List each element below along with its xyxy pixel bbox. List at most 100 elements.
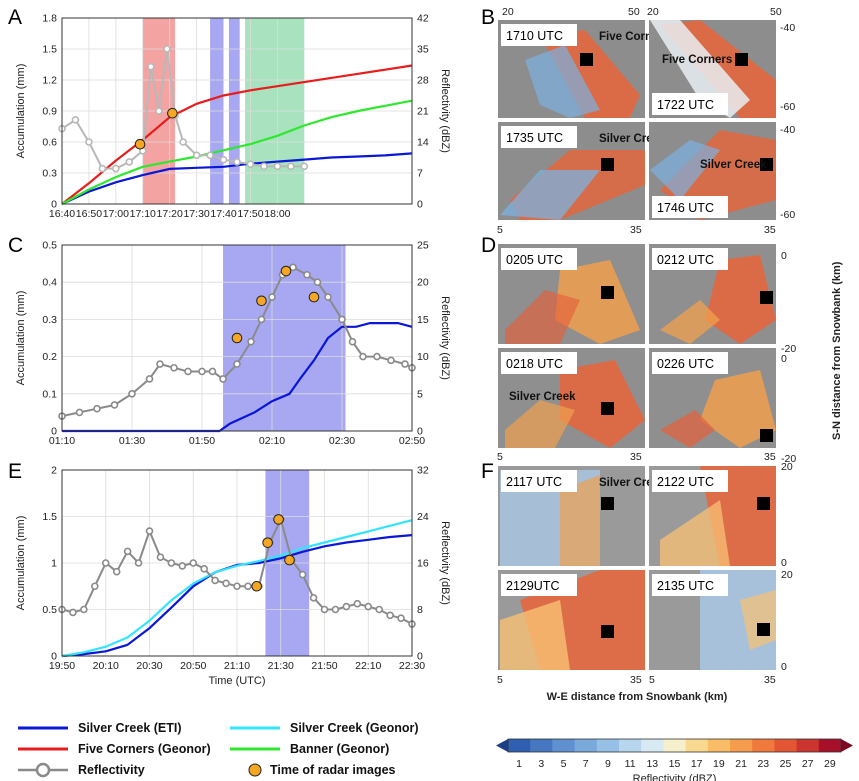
- reflectivity-point: [233, 158, 241, 166]
- series-line-silver_geonor: [61, 519, 413, 658]
- y2-tick-label: 5: [417, 388, 423, 400]
- reflectivity-point: [170, 363, 178, 372]
- y2-tick-label: 20: [417, 277, 429, 289]
- x-tick-label: 21:30: [268, 660, 294, 672]
- colorbar-bin: [596, 739, 620, 752]
- radar-time-marker: [308, 291, 320, 303]
- radar-f-bottom-tick: 35: [630, 674, 642, 686]
- colorbar-frame: [507, 738, 842, 753]
- legend-label: Silver Creek (ETI): [78, 721, 182, 735]
- radar-time-marker: [231, 332, 243, 344]
- radar-echo: [660, 300, 720, 344]
- reflectivity-point: [233, 360, 241, 368]
- radar-echo: [505, 290, 580, 344]
- reflectivity-point: [110, 401, 119, 409]
- colorbar-tick-label: 1: [516, 758, 522, 770]
- y-axis-label: Accumulation (mm): [15, 291, 27, 386]
- radar-time-label: 0212 UTC: [657, 253, 714, 267]
- y2-tick-label: 14: [417, 137, 429, 149]
- y-tick-label: 2: [51, 465, 57, 477]
- colorbar-bin: [707, 739, 731, 752]
- colorbar-bin: [641, 739, 664, 752]
- y-tick-label: 1.2: [42, 75, 57, 87]
- colorbar-bin: [730, 739, 753, 752]
- radar-time-box: [501, 248, 577, 270]
- radar-b-right-tick: -60: [780, 209, 795, 221]
- radar-f-right-tick: 0: [781, 557, 787, 569]
- radar-d-bottom-tick: 5: [497, 451, 503, 463]
- reflectivity-point: [309, 594, 318, 602]
- reflectivity-point: [268, 293, 276, 301]
- x-tick-label: 20:10: [93, 660, 119, 672]
- radar-f-bottom-tick: 35: [764, 674, 776, 686]
- y-tick-label: 0.6: [42, 137, 57, 149]
- y2-tick-label: 8: [417, 604, 423, 616]
- radar-time-marker: [262, 537, 273, 548]
- reflectivity-point: [338, 315, 346, 324]
- radar-panel-b: 20 50 20 50 1710 UTC Five Corners Five C…: [497, 6, 795, 236]
- y-tick-label: 0.3: [42, 314, 57, 326]
- colorbar-bin: [752, 739, 775, 752]
- radar-echo: [660, 410, 715, 448]
- y2-tick-label: 35: [417, 44, 429, 56]
- reflectivity-point: [71, 116, 80, 124]
- radar-time-box: [501, 24, 577, 46]
- radar-b-right-tick: -40: [780, 22, 795, 34]
- y-axis-label: Accumulation (mm): [15, 516, 27, 611]
- x-tick-label: 21:50: [311, 660, 337, 672]
- x-tick-label: 19:50: [49, 660, 75, 672]
- radar-echo: [560, 475, 600, 566]
- radar-time-box: [652, 196, 728, 218]
- reflectivity-point: [257, 315, 266, 324]
- radar-x-axis-label: W-E distance from Snowbank (km): [547, 691, 728, 703]
- colorbar-bin: [685, 739, 709, 752]
- reflectivity-point: [75, 408, 84, 417]
- radar-time-box: [652, 93, 728, 115]
- y-tick-label: 0.1: [42, 388, 57, 400]
- reflectivity-point: [313, 278, 322, 287]
- panel-letter-a: A: [8, 6, 22, 29]
- snowbank-marker-icon: [760, 429, 773, 442]
- reflectivity-point: [287, 162, 295, 171]
- y2-tick-label: 10: [417, 351, 429, 363]
- radar-time-marker: [280, 265, 292, 277]
- reflectivity-point: [198, 367, 206, 376]
- radar-time-box: [501, 470, 577, 492]
- colorbar-bin: [552, 739, 576, 752]
- colorbar-tick-label: 13: [646, 758, 658, 770]
- reflectivity-point: [156, 553, 165, 561]
- y-tick-label: 0: [51, 199, 57, 211]
- legend-label: Time of radar images: [270, 763, 396, 777]
- radar-time-label: 1710 UTC: [506, 29, 563, 43]
- radar-b-top-tick: 50: [628, 6, 640, 18]
- legend-radar-time-marker-icon: [248, 763, 262, 777]
- reflectivity-point: [211, 576, 219, 585]
- radar-time-label: 1735 UTC: [506, 131, 563, 145]
- colorbar-tick-label: 21: [735, 758, 747, 770]
- y2-tick-label: 28: [417, 75, 429, 87]
- colorbar-tick-label: 29: [824, 758, 836, 770]
- y2-tick-label: 42: [417, 13, 429, 25]
- radar-f-right-tick: 20: [781, 461, 793, 473]
- y2-axis-label: Reflectivity (dBZ): [439, 296, 451, 380]
- radar-panel-d: 0205 UTC 0212 UTC 0218 UTC Silver Creek …: [497, 244, 843, 465]
- reflectivity-point: [123, 547, 132, 556]
- reflectivity-point: [192, 151, 201, 160]
- x-tick-label: 02:30: [329, 435, 355, 447]
- colorbar-bin: [774, 739, 798, 752]
- reflectivity-point: [233, 582, 241, 591]
- radar-b-right-tick: -60: [780, 101, 795, 113]
- reflectivity-point: [147, 62, 155, 71]
- y2-tick-label: 32: [417, 465, 429, 477]
- radar-time-label: 0226 UTC: [657, 357, 714, 371]
- radar-panel-f: 2117 UTC Silver Creek 2122 UTC 2129UTC 2…: [497, 461, 793, 703]
- radar-b-top-tick: 20: [502, 6, 514, 18]
- radar-site-label: Five Corners: [662, 54, 732, 66]
- colorbar-tick-label: 25: [780, 758, 792, 770]
- colorbar-bin: [508, 739, 531, 752]
- radar-time-marker: [256, 295, 267, 307]
- snowbank-marker-icon: [757, 497, 770, 510]
